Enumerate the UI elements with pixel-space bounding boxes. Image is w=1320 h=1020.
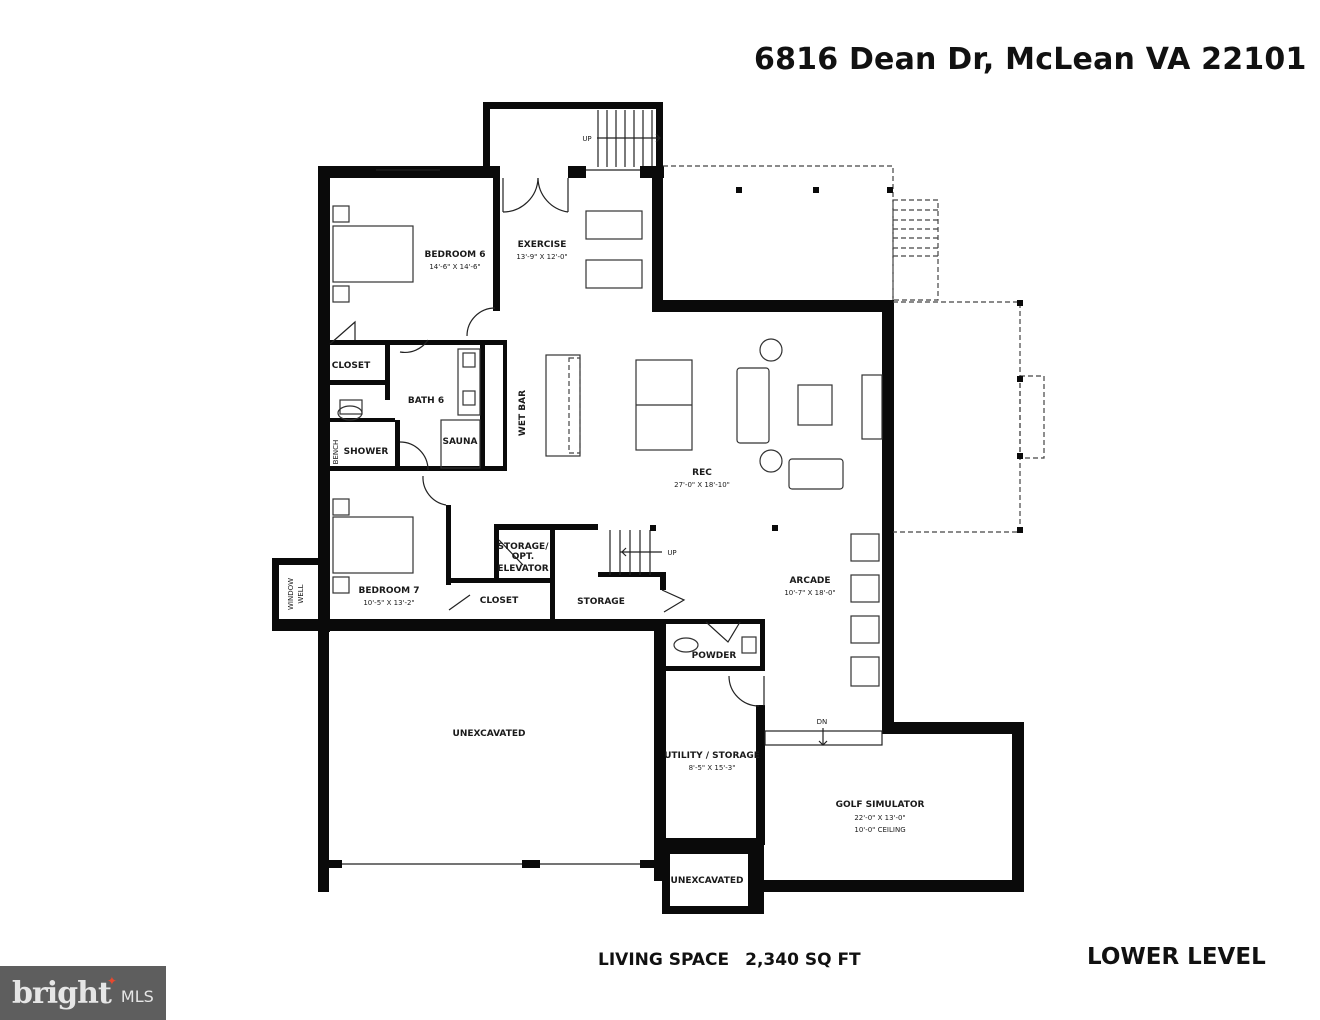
mid-staircase [609,530,662,575]
property-address: 6816 Dean Dr, McLean VA 22101 [754,42,1307,77]
down-staircase [764,728,883,746]
room-size-utility: 8'-5" X 15'-3" [689,764,736,772]
room-name-golf: GOLF SIMULATOR [836,800,925,810]
room-size-bedroom6: 14'-6" X 14'-6" [429,263,480,271]
storage-elevator-line2: OPT. [512,552,534,562]
room-ceiling-golf: 10'-0" CEILING [854,826,905,834]
room-name-bath6: BATH 6 [408,396,444,406]
room-name-closet-bed6: CLOSET [332,361,371,371]
star-icon: ✦ [106,974,117,988]
room-name-unexcavated-small: UNEXCAVATED [671,876,744,886]
room-name-rec: REC [692,468,712,478]
room-size-bedroom7: 10'-5" X 13'-2" [363,599,414,607]
room-name-sauna: SAUNA [443,437,478,447]
window-well-line1: WINDOW [287,578,295,610]
floor-level-label: LOWER LEVEL [1087,944,1266,970]
exterior-walls [272,166,1024,914]
room-labels: BEDROOM 6 14'-6" X 14'-6" EXERCISE 13'-9… [287,135,925,886]
room-name-bedroom7: BEDROOM 7 [358,586,419,596]
room-name-shower: SHOWER [344,447,389,457]
living-space-summary: LIVING SPACE 2,340 SQ FT [598,950,861,970]
storage-elevator-line3: ELEVATOR [497,564,548,574]
room-name-storage: STORAGE [577,597,625,607]
doors [329,177,765,707]
room-name-unexcavated-main: UNEXCAVATED [453,729,526,739]
room-name-bench: BENCH [332,440,340,465]
living-space-value: 2,340 SQ FT [745,950,861,970]
stair-up-top-label: UP [582,135,591,143]
living-space-label: LIVING SPACE [598,950,730,970]
patio-outline [650,165,1045,533]
stair-down-label: DN [817,718,828,726]
logo-brand-end: t [97,975,112,1011]
room-size-arcade: 10'-7" X 18'-0" [784,589,835,597]
logo-suffix: MLS [120,986,154,1006]
room-name-arcade: ARCADE [789,576,830,586]
logo-brand: brigh [12,975,99,1011]
window-well-line2: WELL [297,584,305,603]
room-size-rec: 27'-0" X 18'-10" [674,481,730,489]
top-staircase [597,110,661,167]
room-name-wet-bar: WET BAR [518,390,528,436]
stair-up-mid-label: UP [667,549,676,557]
room-name-bedroom6: BEDROOM 6 [424,250,485,260]
room-name-exercise: EXERCISE [518,240,567,250]
room-size-exercise: 13'-9" X 12'-0" [516,253,567,261]
room-name-closet-bed7: CLOSET [480,596,519,606]
storage-elevator-line1: STORAGE/ [498,542,550,552]
room-name-utility: UTILITY / STORAGE [664,751,760,761]
interior-walls [330,166,765,845]
top-stair-enclosure [483,102,663,172]
furniture [332,205,883,687]
room-size-golf: 22'-0" X 13'-0" [854,814,905,822]
room-name-powder: POWDER [692,651,737,661]
